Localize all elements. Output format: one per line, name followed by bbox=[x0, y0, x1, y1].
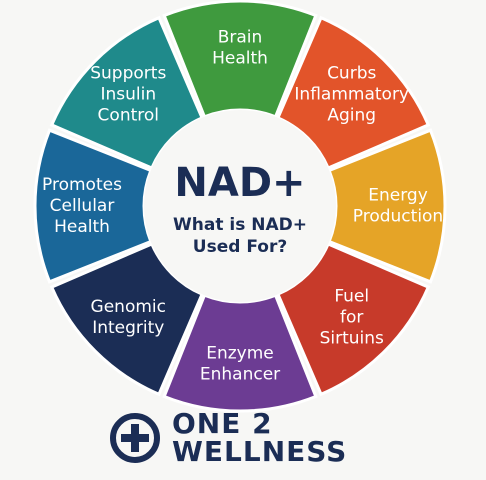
center-title: NAD+ bbox=[174, 160, 305, 206]
segment-label-line: Promotes bbox=[42, 175, 122, 195]
segment-label-line: Sirtuins bbox=[320, 329, 384, 349]
segment-label-line: Cellular bbox=[50, 196, 115, 216]
center-subtitle-line1: What is NAD+ bbox=[173, 215, 307, 235]
segment-label-line: Aging bbox=[327, 105, 376, 125]
segment-label-line: Integrity bbox=[92, 318, 164, 338]
segment-label-line: Insulin bbox=[100, 84, 156, 104]
plus-circle-icon bbox=[110, 413, 160, 463]
segment-label-line: Curbs bbox=[327, 63, 376, 83]
segment-label-line: Inflammatory bbox=[294, 84, 409, 104]
segment-label-line: Energy bbox=[368, 186, 428, 206]
segment-label-line: Fuel bbox=[334, 287, 369, 307]
segment-label-line: for bbox=[340, 308, 363, 328]
segment-label-line: Genomic bbox=[91, 297, 166, 317]
segment-label-line: Enhancer bbox=[200, 365, 280, 385]
segment-label-line: Production bbox=[353, 207, 443, 227]
center-subtitle-line2: Used For? bbox=[193, 237, 287, 257]
brand-line1: ONE 2 bbox=[172, 407, 273, 440]
segment-label-line: Health bbox=[54, 217, 110, 237]
brand-line2: WELLNESS bbox=[172, 435, 348, 468]
brand-name: ONE 2 WELLNESS bbox=[172, 410, 347, 466]
center-circle bbox=[144, 110, 336, 302]
brand-logo: ONE 2 WELLNESS bbox=[108, 410, 347, 466]
segment-label-line: Brain bbox=[218, 28, 263, 48]
segment-label-line: Enzyme bbox=[206, 344, 274, 364]
segment-label-line: Supports bbox=[90, 63, 166, 83]
segment-label-line: Health bbox=[212, 49, 268, 69]
segment-label-line: Control bbox=[98, 105, 159, 125]
